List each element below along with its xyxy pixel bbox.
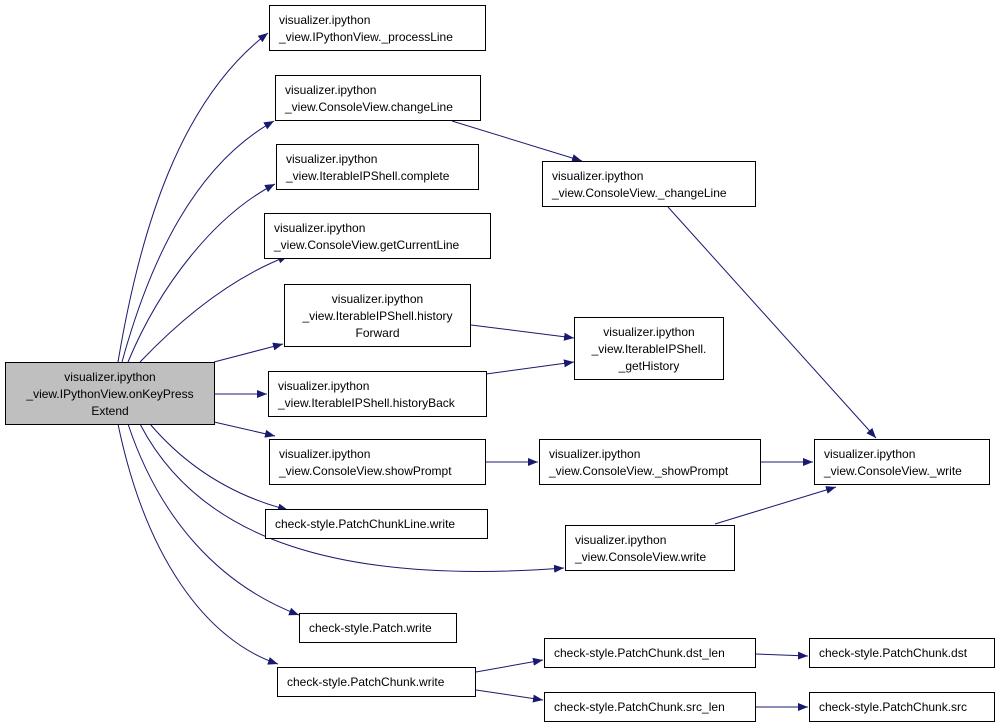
node-root[interactable]: visualizer.ipython _view.IPythonView.onKe… (5, 362, 215, 425)
node-label-line: visualizer.ipython (274, 220, 366, 235)
node-label-line: Extend (91, 403, 129, 418)
node-change-line[interactable]: visualizer.ipython _view.ConsoleView.chan… (275, 75, 481, 121)
node-label-line: visualizer.ipython (331, 291, 424, 306)
node-private-write[interactable]: visualizer.ipython _view.ConsoleView._wri… (814, 439, 990, 485)
node-label-line: _view.IterableIPShell.complete (286, 168, 450, 183)
node-patch-write[interactable]: check-style.Patch.write (299, 613, 457, 643)
node-get-current-line[interactable]: visualizer.ipython _view.ConsoleView.getC… (264, 213, 491, 259)
node-label-line: visualizer.ipython (549, 446, 641, 461)
edge-changeLine-_changeLine (451, 120, 583, 162)
node-label-line: _view.IterableIPShell.historyBack (278, 395, 455, 410)
edge-root-patchWrite (127, 423, 300, 616)
node-label-line: check-style.PatchChunk.write (287, 675, 445, 689)
edge-root-complete (127, 183, 276, 363)
node-label-line: _view.ConsoleView._changeLine (552, 185, 727, 200)
edge-root-changeLine (121, 120, 275, 363)
node-process-line[interactable]: visualizer.ipython _view.IPythonView._pro… (269, 5, 486, 51)
edge-root-processLine (117, 32, 269, 363)
node-label-line: check-style.PatchChunkLine.write (275, 517, 456, 531)
node-src-len[interactable]: check-style.PatchChunk.src_len (544, 692, 756, 722)
node-label-line: _view.ConsoleView.getCurrentLine (274, 237, 460, 252)
node-label-line: visualizer.ipython (286, 151, 378, 166)
edge-root-patchChunkWrite (117, 423, 279, 665)
node-label-line: visualizer.ipython (603, 324, 695, 339)
node-history-back[interactable]: visualizer.ipython _view.IterableIPShell.… (268, 371, 487, 417)
node-label-line: _view.ConsoleView.showPrompt (279, 463, 452, 478)
node-label-line: _view.ConsoleView.changeLine (285, 99, 453, 114)
node-label-line: visualizer.ipython (278, 378, 370, 393)
node-history-forward[interactable]: visualizer.ipython _view.IterableIPShell.… (284, 284, 471, 347)
edge-root-patchChunkLineWrite (149, 423, 289, 512)
node-label-line: visualizer.ipython (285, 82, 377, 97)
node-label-line: _view.IPythonView.onKeyPress (26, 386, 194, 401)
node-show-prompt[interactable]: visualizer.ipython _view.ConsoleView.show… (269, 439, 486, 485)
edge-patchChunkWrite-dstLen (475, 657, 544, 673)
edge-historyBack-_getHistory (485, 359, 575, 375)
node-get-history[interactable]: visualizer.ipython _view.IterableIPShell.… (574, 317, 724, 380)
node-label-line: _view.ConsoleView._showPrompt (549, 463, 729, 478)
edge-root-consoleWrite (139, 423, 565, 573)
node-label-line: _view.ConsoleView._write (824, 463, 962, 478)
node-label-line: _view.IterableIPShell. (591, 341, 707, 356)
node-label-line: visualizer.ipython (64, 369, 156, 384)
node-label-line: _view.IterableIPShell.history (302, 308, 453, 323)
edge-historyForward-_getHistory (470, 324, 575, 341)
node-label-line: visualizer.ipython (279, 446, 371, 461)
node-complete[interactable]: visualizer.ipython _view.IterableIPShell.… (276, 144, 479, 190)
node-label-line: check-style.PatchChunk.src (819, 700, 968, 714)
node-label-line: check-style.PatchChunk.dst (819, 646, 968, 660)
node-private-change-line[interactable]: visualizer.ipython _view.ConsoleView._cha… (542, 161, 756, 207)
edge-patchChunkWrite-srcLen (475, 689, 544, 703)
node-label-line: check-style.PatchChunk.src_len (554, 700, 725, 714)
node-label-line: visualizer.ipython (824, 446, 916, 461)
node-label-line: Forward (355, 325, 400, 340)
node-label-line: visualizer.ipython (279, 12, 371, 27)
node-src[interactable]: check-style.PatchChunk.src (809, 692, 995, 722)
node-dst[interactable]: check-style.PatchChunk.dst (809, 638, 995, 668)
edge-root-historyForward (213, 342, 284, 363)
node-patch-chunk-write[interactable]: check-style.PatchChunk.write (277, 667, 476, 697)
node-label-line: visualizer.ipython (575, 532, 667, 547)
node-private-show-prompt[interactable]: visualizer.ipython _view.ConsoleView._sho… (539, 439, 761, 485)
node-label-line: check-style.Patch.write (309, 621, 432, 635)
node-label-line: _getHistory (618, 358, 680, 373)
edge-root-getCurrentLine (139, 255, 289, 363)
edge-_changeLine-_write (667, 206, 877, 439)
node-patch-chunk-line-write[interactable]: check-style.PatchChunkLine.write (265, 509, 488, 539)
node-dst-len[interactable]: check-style.PatchChunk.dst_len (544, 638, 756, 668)
node-label-line: _view.ConsoleView.write (575, 549, 707, 564)
node-console-write[interactable]: visualizer.ipython _view.ConsoleView.writ… (565, 525, 735, 571)
edge-consoleWrite-_write (714, 486, 837, 525)
node-label-line: check-style.PatchChunk.dst_len (554, 646, 725, 660)
edge-dstLen-dst (755, 651, 809, 660)
node-label-line: visualizer.ipython (552, 168, 644, 183)
node-label-line: _view.IPythonView._processLine (279, 29, 453, 44)
edge-root-showPrompt (213, 421, 276, 438)
